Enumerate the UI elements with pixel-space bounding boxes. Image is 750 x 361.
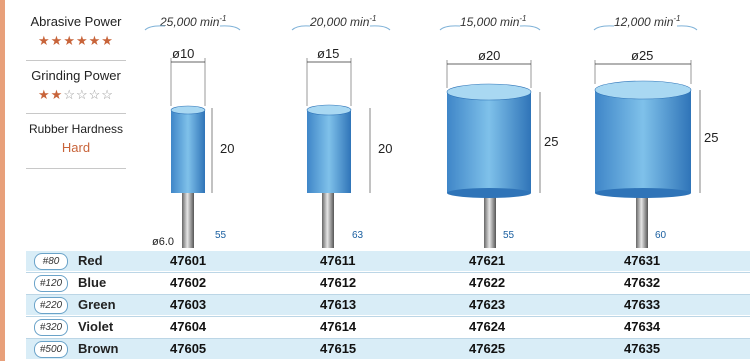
product-code: 47602 bbox=[170, 275, 207, 290]
shank-3 bbox=[484, 193, 496, 248]
length-label-1: 55 bbox=[215, 230, 227, 241]
grinding-stars-empty: ☆☆☆☆ bbox=[63, 87, 114, 102]
color-name: Brown bbox=[78, 341, 119, 356]
product-code: 47604 bbox=[170, 319, 207, 334]
length-label-4: 60 bbox=[655, 230, 667, 241]
shank-diameter-label: ø6.0 bbox=[152, 236, 175, 248]
length-label-3: 55 bbox=[503, 230, 515, 241]
product-code: 47632 bbox=[624, 275, 661, 290]
color-name: Violet bbox=[78, 319, 114, 334]
wheel-4 bbox=[595, 90, 691, 193]
table-row: #120 Blue 47602 47612 47622 47632 bbox=[26, 273, 750, 293]
product-code: 47611 bbox=[320, 253, 356, 268]
abrasive-power-stars: ★★★★★★ bbox=[38, 33, 114, 48]
abrasive-power-label: Abrasive Power bbox=[30, 14, 122, 29]
diameter-label-1: ø10 bbox=[172, 46, 195, 61]
product-code: 47605 bbox=[170, 341, 207, 356]
product-code: 47621 bbox=[469, 253, 506, 268]
grinding-power-spec: Grinding Power ★★☆☆☆☆ bbox=[26, 68, 126, 103]
product-code: 47634 bbox=[624, 319, 661, 334]
product-code: 47623 bbox=[469, 297, 506, 312]
rubber-hardness-label: Rubber Hardness bbox=[28, 122, 124, 136]
abrasive-power-spec: Abrasive Power ★★★★★★ bbox=[26, 14, 126, 49]
grinding-stars-filled: ★★ bbox=[38, 87, 64, 102]
color-name: Blue bbox=[78, 275, 107, 290]
rubber-hardness-spec: Rubber Hardness Hard bbox=[26, 122, 126, 155]
table-row: #500 Brown 47605 47615 47625 47635 bbox=[26, 339, 750, 359]
speed-label-4: 12,000 min-1 bbox=[614, 14, 681, 29]
product-code: 47635 bbox=[624, 341, 661, 356]
height-label-3: 25 bbox=[544, 134, 559, 149]
diameter-label-2: ø15 bbox=[317, 46, 340, 61]
table-row: #220 Green 47603 47613 47623 47633 bbox=[26, 295, 750, 315]
product-code: 47631 bbox=[624, 253, 661, 268]
length-label-2: 63 bbox=[352, 230, 364, 241]
speed-label-2: 20,000 min-1 bbox=[310, 14, 377, 29]
grit-badge: #80 bbox=[34, 253, 68, 270]
grit-badge: #500 bbox=[34, 341, 68, 358]
tool-2 bbox=[306, 58, 371, 248]
speed-label-1: 25,000 min-1 bbox=[160, 14, 227, 29]
product-code: 47612 bbox=[320, 275, 357, 290]
spec-divider bbox=[26, 60, 126, 61]
product-code: 47624 bbox=[469, 319, 506, 334]
product-code: 47615 bbox=[320, 341, 357, 356]
tool-1 bbox=[170, 58, 213, 248]
shank-2 bbox=[322, 193, 334, 248]
wheel-3 bbox=[447, 92, 531, 193]
color-name: Green bbox=[78, 297, 116, 312]
grit-badge: #120 bbox=[34, 275, 68, 292]
product-code: 47633 bbox=[624, 297, 661, 312]
diameter-label-3: ø20 bbox=[478, 48, 501, 63]
product-code: 47601 bbox=[170, 253, 207, 268]
table-row: #80 Red 47601 47611 47621 47631 bbox=[26, 251, 750, 271]
speed-label-3: 15,000 min-1 bbox=[460, 14, 527, 29]
table-row: #320 Violet 47604 47614 47624 47634 bbox=[26, 317, 750, 337]
row-divider bbox=[26, 338, 750, 339]
product-code: 47603 bbox=[170, 297, 207, 312]
shank-4 bbox=[636, 193, 648, 248]
product-code: 47622 bbox=[469, 275, 506, 290]
height-label-4: 25 bbox=[704, 130, 719, 145]
product-code: 47613 bbox=[320, 297, 357, 312]
row-divider bbox=[26, 272, 750, 273]
tool-3 bbox=[446, 60, 541, 248]
product-code: 47625 bbox=[469, 341, 506, 356]
row-divider bbox=[26, 316, 750, 317]
color-name: Red bbox=[78, 253, 103, 268]
spec-divider bbox=[26, 113, 126, 114]
tool-4 bbox=[594, 60, 701, 248]
rubber-hardness-value: Hard bbox=[61, 140, 91, 155]
height-label-1: 20 bbox=[220, 141, 235, 156]
grinding-power-label: Grinding Power bbox=[31, 68, 121, 83]
spec-divider bbox=[26, 168, 126, 169]
left-accent-bar bbox=[0, 0, 5, 361]
product-code: 47614 bbox=[320, 319, 357, 334]
wheel-2 bbox=[307, 110, 351, 193]
shank-1 bbox=[182, 193, 194, 248]
height-label-2: 20 bbox=[378, 141, 393, 156]
row-divider bbox=[26, 294, 750, 295]
diameter-label-4: ø25 bbox=[631, 48, 654, 63]
wheel-1 bbox=[171, 110, 205, 193]
grit-badge: #320 bbox=[34, 319, 68, 336]
grit-badge: #220 bbox=[34, 297, 68, 314]
